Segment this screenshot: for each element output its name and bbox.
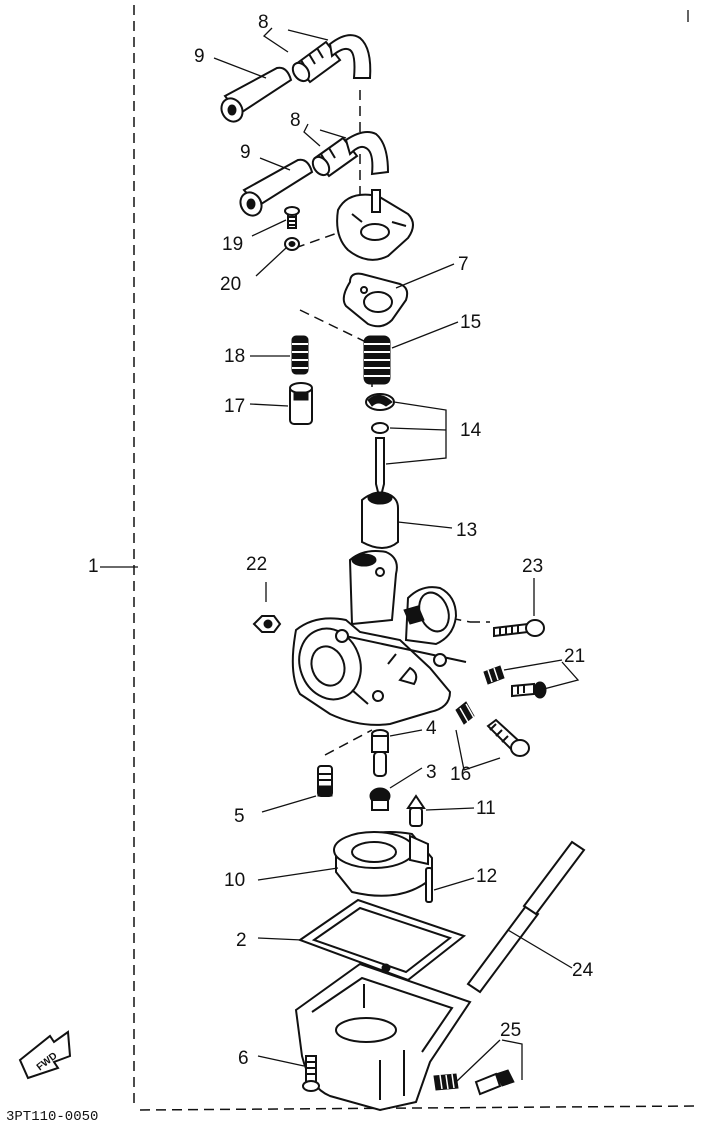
callout-14: 14: [460, 420, 482, 441]
callout-10: 10: [224, 870, 245, 891]
callout-12: 12: [476, 866, 497, 887]
callout-16: 16: [450, 764, 471, 785]
part-pilot-jet: [317, 765, 333, 797]
callout-21: 21: [564, 646, 585, 667]
callout-20: 20: [220, 274, 241, 295]
callout-17: 17: [224, 396, 245, 417]
callout-23: 23: [522, 556, 543, 577]
part-screw-23: [493, 619, 545, 638]
part-screw-small: [284, 206, 300, 229]
part-top-cover: [336, 189, 414, 261]
part-nut: [252, 615, 282, 633]
part-spring-large: [363, 335, 391, 385]
part-drain-spring: [433, 1073, 459, 1091]
callout-19: 19: [222, 234, 243, 255]
part-cap-upper: [220, 66, 293, 123]
callout-labels: 8 9 8 9 19 20 7 15 18 17 14 13 1 22 23 2…: [88, 12, 594, 1069]
part-gasket-plate: [342, 272, 409, 328]
part-float-valve: [406, 794, 426, 827]
fwd-direction-arrow: FWD: [18, 1030, 72, 1080]
part-fitting-elbow-upper: [291, 34, 372, 84]
part-float-bowl: [294, 962, 472, 1112]
part-spring-21: [483, 665, 505, 685]
part-bowl-screw: [302, 1055, 320, 1092]
part-washer-small: [284, 237, 300, 251]
part-needle-jet-holder: [289, 382, 313, 425]
part-screw-21: [511, 681, 547, 699]
callout-9-upper: 9: [194, 46, 205, 67]
callout-22: 22: [246, 554, 267, 575]
part-throttle-valve: [361, 491, 399, 549]
callout-2: 2: [236, 930, 247, 951]
callout-15: 15: [460, 312, 481, 333]
part-float-bowl-gasket: [297, 898, 467, 982]
callout-4: 4: [426, 718, 437, 739]
callout-1: 1: [88, 556, 99, 577]
part-main-jet-holder: [371, 729, 389, 777]
part-clip-and-needle: [365, 393, 395, 501]
part-spring-small: [291, 335, 309, 375]
callout-11: 11: [476, 798, 496, 819]
leader-lines: [213, 27, 580, 1083]
callout-24: 24: [572, 960, 594, 981]
part-float-pin: [425, 867, 433, 903]
part-float: [333, 831, 433, 897]
part-screw-16: [486, 718, 530, 757]
part-fitting-elbow-lower: [311, 131, 390, 178]
callout-9-lower: 9: [240, 142, 251, 163]
callout-5: 5: [234, 806, 245, 827]
callout-8-lower: 8: [290, 110, 301, 131]
callout-13: 13: [456, 520, 477, 541]
part-cap-lower: [239, 158, 314, 217]
part-drain-screw: [474, 1069, 515, 1096]
callout-8-upper: 8: [258, 12, 269, 33]
callout-3: 3: [426, 762, 437, 783]
part-carburetor-body: [291, 550, 467, 726]
callout-6: 6: [238, 1048, 249, 1069]
callout-7: 7: [458, 254, 469, 275]
drawing-code: 3PT110-0050: [6, 1109, 98, 1125]
callout-18: 18: [224, 346, 245, 367]
part-main-jet: [369, 787, 391, 811]
part-spring-16: [455, 701, 475, 725]
part-overflow-pipe: [466, 840, 586, 994]
callout-25: 25: [500, 1020, 521, 1041]
